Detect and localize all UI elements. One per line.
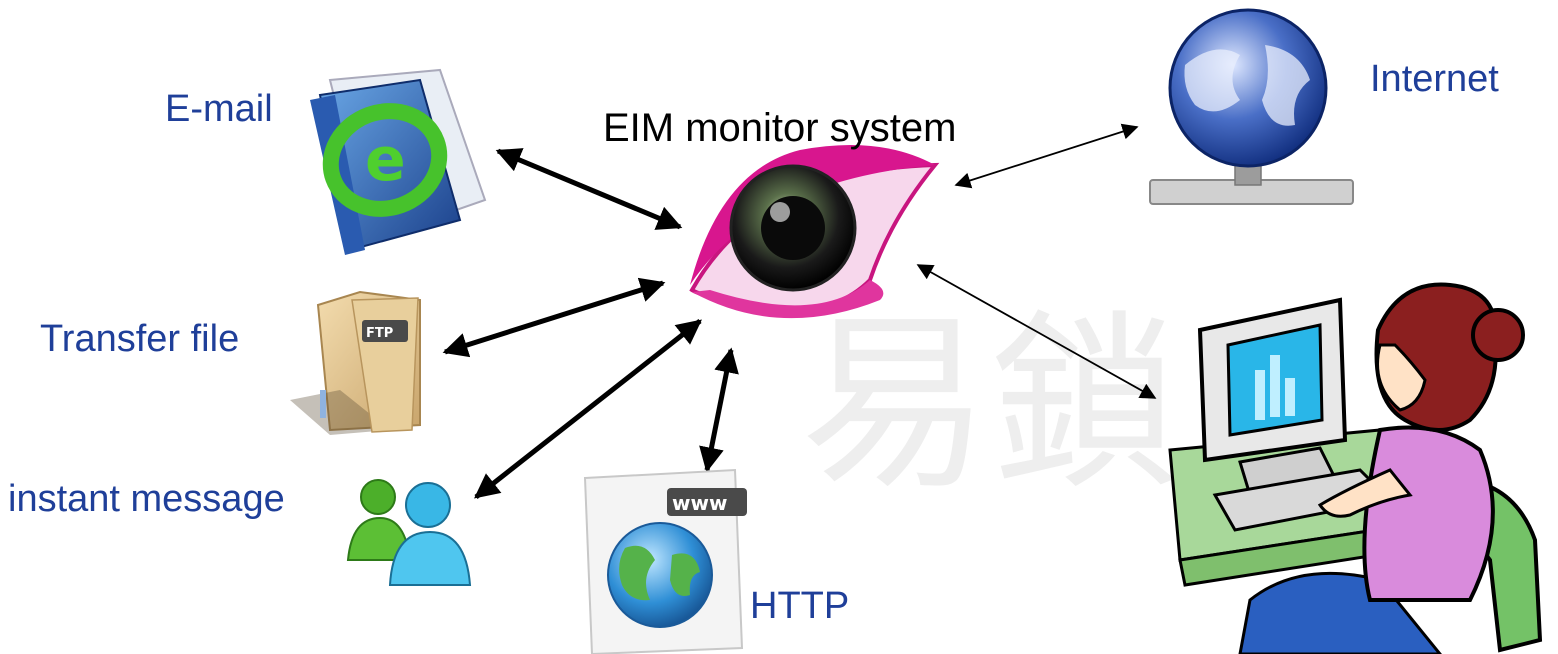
www-globe-document-icon: www xyxy=(583,468,747,654)
globe-network-icon xyxy=(1149,8,1354,205)
watermark: 易鎖 xyxy=(800,294,1180,515)
label-internet: Internet xyxy=(1370,58,1499,100)
arrow-http xyxy=(699,347,739,473)
arrow-email xyxy=(495,148,683,230)
ftp-folder-icon: FTP xyxy=(290,290,421,435)
ftp-icon-label: FTP xyxy=(366,326,393,341)
arrow-internet xyxy=(954,123,1139,189)
www-icon-label: www xyxy=(672,491,727,515)
arrow-user xyxy=(916,264,1157,399)
users-chat-icon xyxy=(346,479,472,586)
label-email: E-mail xyxy=(165,88,273,130)
email-icon: e xyxy=(310,68,487,255)
label-transfer-file: Transfer file xyxy=(40,318,240,360)
label-instant-message: instant message xyxy=(8,478,285,520)
arrow-instant-message xyxy=(474,319,702,499)
person-at-computer-icon xyxy=(1168,282,1543,654)
connection-arrows xyxy=(442,123,1157,499)
arrow-transfer-file xyxy=(442,277,666,358)
label-http: HTTP xyxy=(750,585,850,627)
eye-icon xyxy=(689,145,940,319)
svg-text:e: e xyxy=(365,125,406,195)
diagram-title: EIM monitor system xyxy=(603,106,957,150)
